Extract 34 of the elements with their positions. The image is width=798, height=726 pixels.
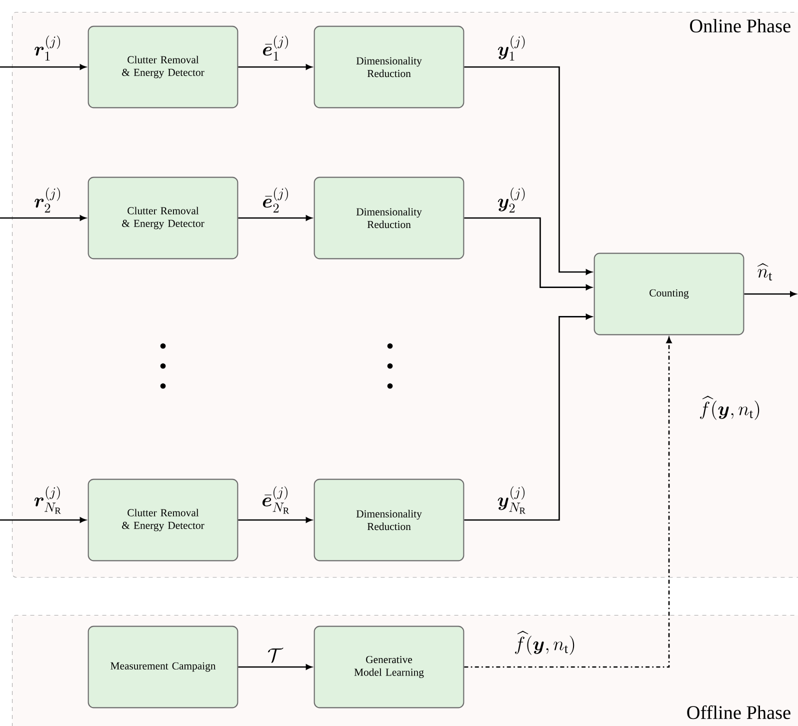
edge-label: $\boldsymbol{r}_{N_\mathrm{R}}^{(j)}$ xyxy=(34,486,61,514)
edge-label: $\boldsymbol{r}_1^{(j)}$ xyxy=(34,36,60,60)
arrow xyxy=(464,217,592,290)
edge-label: $\widehat{f}(\boldsymbol{y},n_\mathrm{t})$ xyxy=(515,630,574,655)
arrow xyxy=(0,64,86,70)
edge-label: $\bar{\boldsymbol{e}}_1^{(j)}$ xyxy=(263,36,288,60)
edge-label: $\bar{\boldsymbol{e}}_2^{(j)}$ xyxy=(263,188,288,212)
process-box: Dimensionality Reduction xyxy=(314,26,464,108)
process-box: Clutter Removal & Energy Detector xyxy=(88,176,238,260)
arrow xyxy=(464,66,592,275)
signal-label: $\widehat{f}(\boldsymbol{y},n_\mathrm{t})$ xyxy=(700,396,760,420)
arrow xyxy=(238,664,312,670)
process-box: Dimensionality Reduction xyxy=(314,478,464,562)
process-box: Clutter Removal & Energy Detector xyxy=(88,26,238,108)
process-box: Dimensionality Reduction xyxy=(314,176,464,260)
edge-label: $\boldsymbol{y}_{N_\mathrm{R}}^{(j)}$ xyxy=(498,486,526,514)
edge-label: $\boldsymbol{r}_2^{(j)}$ xyxy=(34,188,60,212)
arrow xyxy=(238,517,312,523)
edge-label: $\boldsymbol{y}_1^{(j)}$ xyxy=(498,36,525,60)
process-box: Counting xyxy=(594,252,744,336)
edge-label: $\mathcal{T}$ xyxy=(268,648,284,663)
arrow xyxy=(238,64,312,70)
arrow xyxy=(0,517,86,523)
arrow xyxy=(464,337,672,668)
process-box: Measurement Campaign xyxy=(88,626,238,708)
arrow xyxy=(238,215,312,221)
arrow xyxy=(0,215,86,221)
arrow xyxy=(464,314,592,521)
process-box: Generative Model Learning xyxy=(314,626,464,708)
arrow xyxy=(744,291,796,297)
edge-label: $\widehat{n}_\mathrm{t}$ xyxy=(757,263,772,280)
edge-label: $\boldsymbol{y}_2^{(j)}$ xyxy=(498,188,525,212)
edge-label: $\bar{\boldsymbol{e}}_{N_\mathrm{R}}^{(j)}$ xyxy=(262,486,290,514)
process-box: Clutter Removal & Energy Detector xyxy=(88,478,238,562)
